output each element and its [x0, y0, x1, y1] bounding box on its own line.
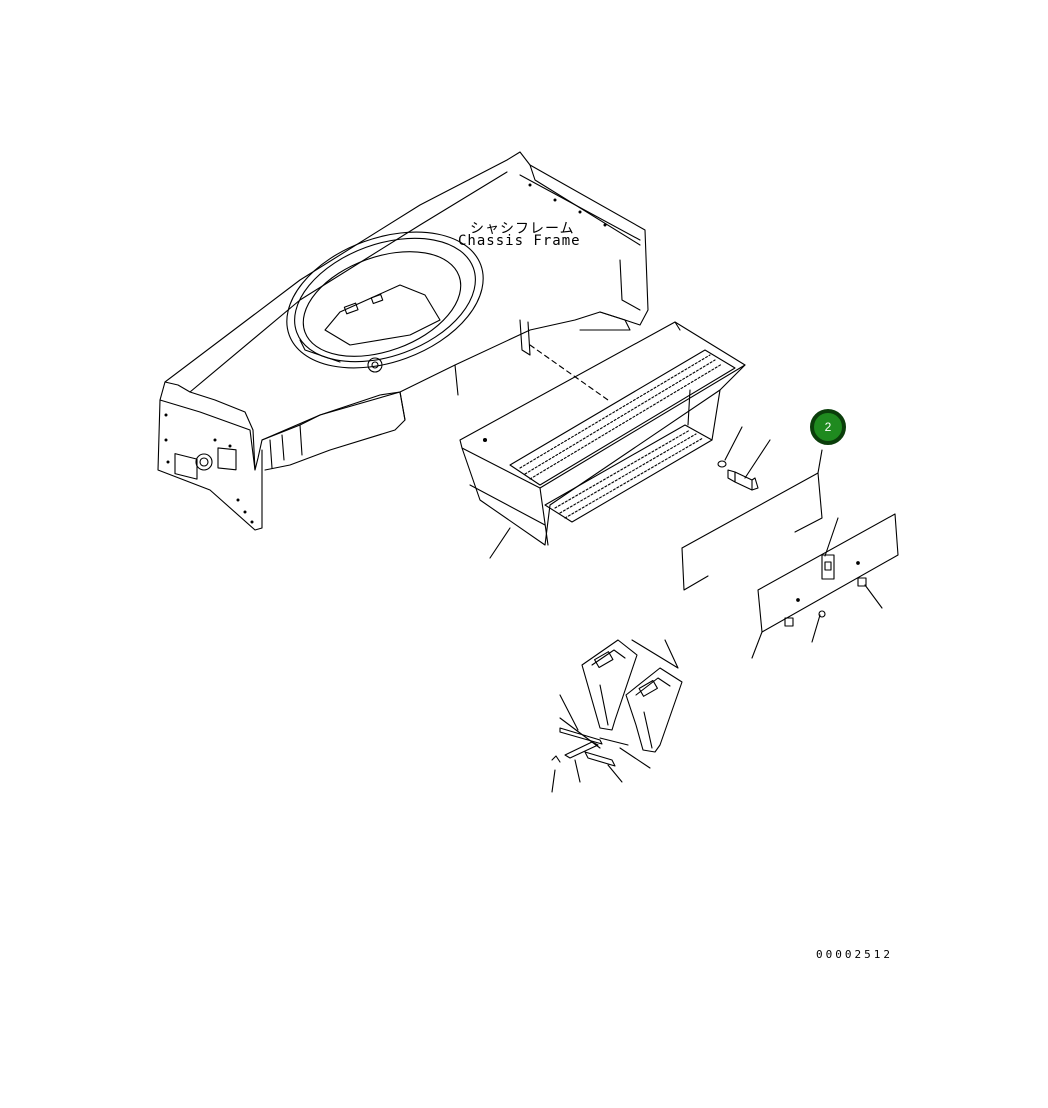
brackets	[582, 640, 682, 752]
frame-label-en: Chassis Frame	[458, 233, 581, 249]
part-callout-2[interactable]: 2	[810, 409, 846, 445]
frame-label-ja: シャシフレーム	[470, 221, 575, 237]
slew-ring	[268, 207, 502, 393]
gasket-seal	[682, 450, 822, 590]
washer-and-bolt	[718, 427, 770, 490]
step-assembly	[460, 322, 745, 558]
drawing-code: 00002512	[816, 948, 893, 961]
cover-plate	[752, 514, 898, 658]
chassis-frame	[158, 152, 648, 530]
small-hardware	[552, 695, 650, 792]
